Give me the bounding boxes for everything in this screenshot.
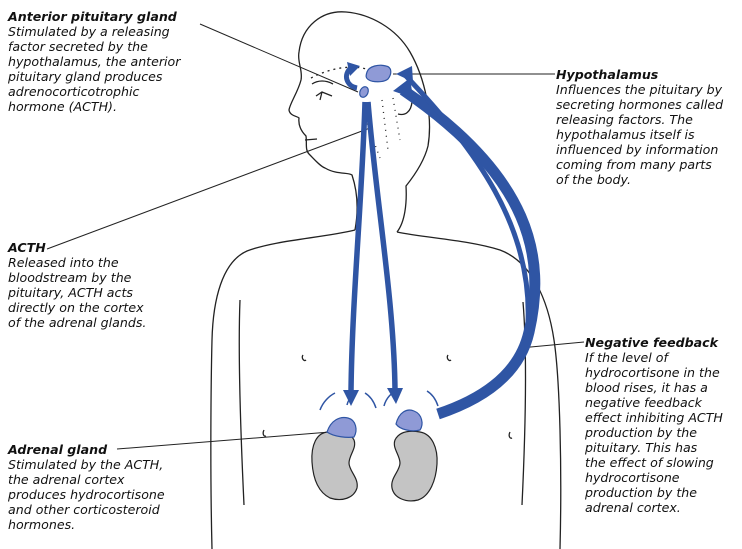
torso-outline [211,230,355,549]
eyebrow [312,81,333,84]
adrenal-gland-left [327,418,356,438]
activity-arcs [320,390,438,410]
leader-anterior [200,24,358,92]
hormone-arrows [346,68,534,414]
arc [365,393,376,408]
arc [427,391,438,406]
arrowhead-thin [396,66,413,82]
label-text: Influences the pituitary by secreting ho… [556,82,723,187]
left-arm-line [239,300,244,505]
label-text: If the level of hydrocortisone in the bl… [585,350,723,515]
label-negative-feedback: Negative feedback If the level of hydroc… [585,335,723,515]
label-text: Released into the bloodstream by the pit… [8,255,146,330]
feedback-arrow [403,90,535,414]
label-anterior-pituitary: Anterior pituitary gland Stimulated by a… [8,9,180,114]
acth-arrow-right [368,102,395,390]
pituitary-gland [358,85,370,98]
label-text: Stimulated by a releasing factor secrete… [8,24,180,114]
acth-arrow-left [351,102,365,392]
label-title: Hypothalamus [556,67,723,82]
label-title: Negative feedback [585,335,723,350]
glands [312,65,437,501]
right-nipple [447,355,451,361]
label-title: Anterior pituitary gland [8,9,180,24]
label-title: ACTH [8,240,146,255]
leader-acth [47,128,370,249]
kidney-left [312,431,357,499]
label-title: Adrenal gland [8,442,165,457]
navel-right [509,432,512,438]
navel [263,430,266,436]
hypothalamus-gland [366,65,391,82]
label-adrenal-gland: Adrenal gland Stimulated by the ACTH, th… [8,442,165,532]
label-acth: ACTH Released into the bloodstream by th… [8,240,146,330]
left-nipple [302,355,306,361]
label-hypothalamus: Hypothalamus Influences the pituitary by… [556,67,723,187]
label-text: Stimulated by the ACTH, the adrenal cort… [8,457,165,532]
adrenal-gland-right [396,410,422,431]
kidney-right [392,431,437,501]
hairline-dashes [311,67,370,78]
eye [316,92,332,100]
arc [320,393,335,410]
